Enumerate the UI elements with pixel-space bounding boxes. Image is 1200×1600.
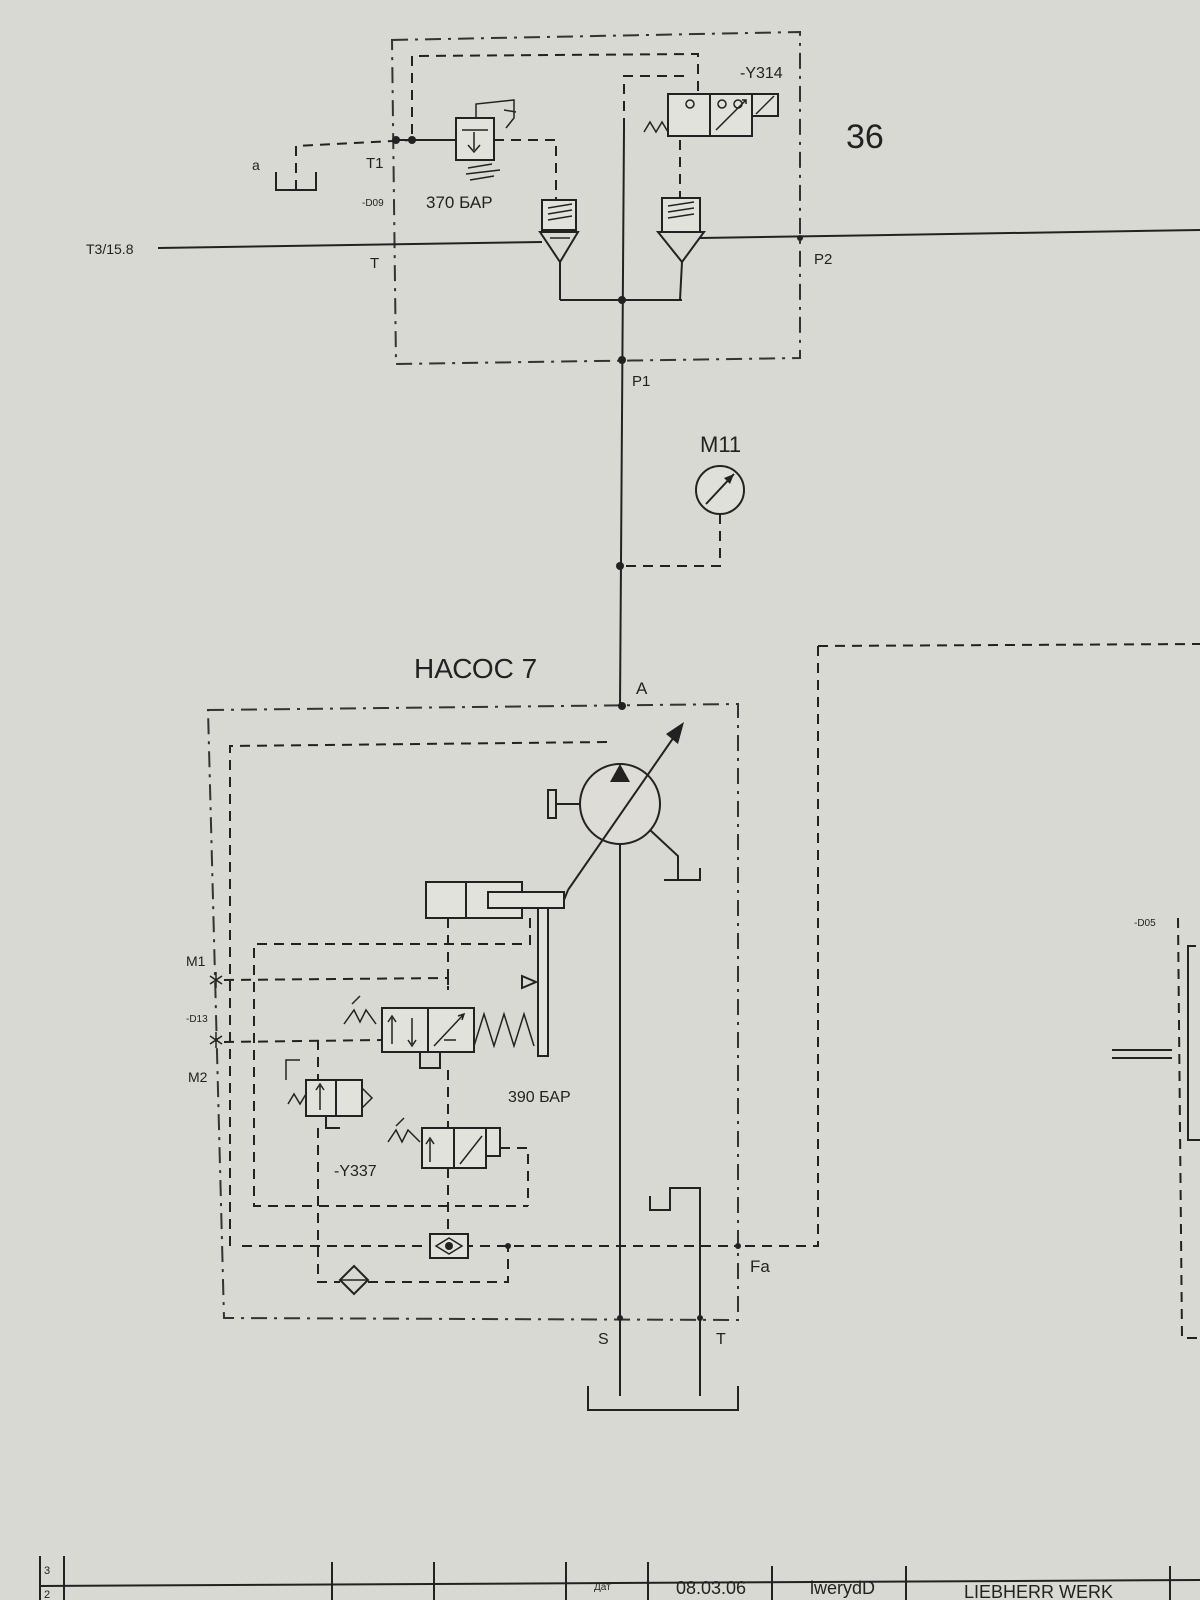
relief-valve-370 bbox=[455, 99, 517, 181]
label-p1: P1 bbox=[632, 373, 650, 390]
label-d13: -D13 bbox=[186, 1014, 208, 1025]
label-port-t: T bbox=[716, 1331, 726, 1348]
label-port-a: A bbox=[636, 679, 648, 698]
label-370-bar: 370 БАР bbox=[426, 193, 493, 212]
title-block bbox=[39, 1556, 1200, 1600]
measure-points bbox=[209, 972, 223, 1048]
control-valve-main bbox=[223, 976, 535, 1069]
label-t1: T1 bbox=[366, 155, 384, 172]
label-d05: -D05 bbox=[1134, 918, 1156, 929]
pressure-gauge-m11 bbox=[616, 465, 745, 570]
label-m1: M1 bbox=[186, 953, 206, 969]
label-t: T bbox=[370, 255, 379, 272]
variable-pump bbox=[547, 722, 701, 1396]
title-company: LIEBHERR WERK bbox=[964, 1582, 1113, 1600]
check-valve-right bbox=[655, 197, 706, 301]
title-date: 08.03.06 bbox=[676, 1578, 746, 1598]
label-t3-ref: T3/15.8 bbox=[86, 241, 134, 257]
cooler-and-filter bbox=[317, 1128, 741, 1296]
label-m2: M2 bbox=[188, 1069, 208, 1085]
tank-a bbox=[275, 136, 456, 191]
control-cylinder bbox=[253, 881, 569, 1207]
label-fa: Fa bbox=[750, 1257, 770, 1276]
tank-lines bbox=[587, 702, 739, 1411]
check-valve-left bbox=[538, 199, 580, 300]
label-y337: -Y337 bbox=[334, 1163, 377, 1180]
top-valve-block bbox=[390, 30, 801, 366]
solenoid-valve-y314 bbox=[643, 93, 779, 137]
label-y314: -Y314 bbox=[740, 65, 783, 82]
title-row-3: 3 bbox=[44, 1565, 50, 1577]
right-partial-block bbox=[1112, 917, 1200, 1339]
pump-block bbox=[206, 643, 1200, 1322]
valve-y337 bbox=[285, 1040, 374, 1129]
label-sheet-ref: 36 bbox=[846, 118, 884, 156]
label-p2: P2 bbox=[814, 251, 832, 268]
top-lines bbox=[157, 127, 1200, 707]
label-390-bar: 390 БАР bbox=[508, 1089, 571, 1106]
label-d09: -D09 bbox=[362, 198, 384, 209]
title-cell-label: Дат bbox=[594, 1582, 611, 1593]
label-m11: M11 bbox=[700, 432, 741, 457]
label-port-s: S bbox=[598, 1331, 609, 1348]
label-a: a bbox=[252, 157, 260, 173]
valve-lower-solenoid bbox=[387, 1070, 529, 1236]
pump-title: НАСОС 7 bbox=[414, 653, 537, 684]
title-author: lwerydD bbox=[810, 1578, 875, 1598]
title-row-2: 2 bbox=[44, 1589, 50, 1600]
